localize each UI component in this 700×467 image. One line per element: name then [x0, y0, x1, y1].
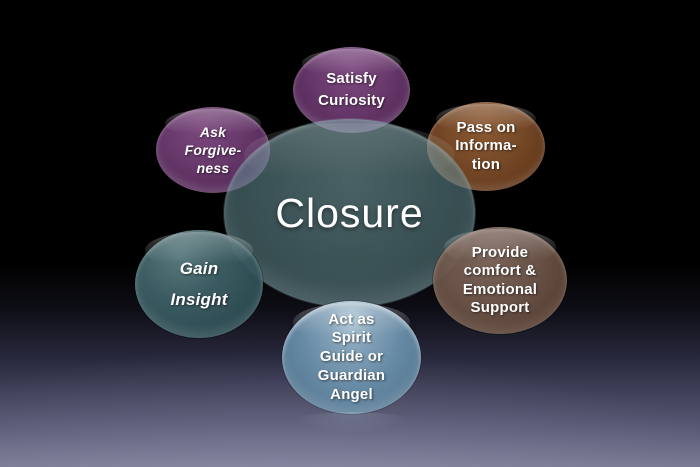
center-node-closure: Closure	[224, 119, 475, 307]
node-satisfy-curiosity: Satisfy Curiosity	[293, 47, 410, 133]
node-act-as-spirit-guide-label: Act as Spirit Guide or Guardian Angel	[317, 310, 386, 403]
node-satisfy-curiosity-label: Satisfy Curiosity	[318, 69, 385, 110]
node-ask-forgiveness-label: Ask Forgive- ness	[184, 123, 242, 177]
node-ask-forgiveness: Ask Forgive- ness	[156, 107, 270, 193]
node-act-as-spirit-guide: Act as Spirit Guide or Guardian Angel	[282, 301, 421, 414]
node-pass-on-information-label: Pass on Informa- tion	[455, 119, 517, 173]
bottom-bubble-reflection	[292, 412, 412, 434]
center-node-closure-label: Closure	[275, 189, 424, 236]
node-provide-comfort: Provide comfort & Emotional Support	[433, 227, 567, 334]
node-provide-comfort-label: Provide comfort & Emotional Support	[462, 243, 538, 316]
node-gain-insight-label: Gain Insight	[170, 258, 228, 309]
node-gain-insight: Gain Insight	[135, 230, 263, 338]
